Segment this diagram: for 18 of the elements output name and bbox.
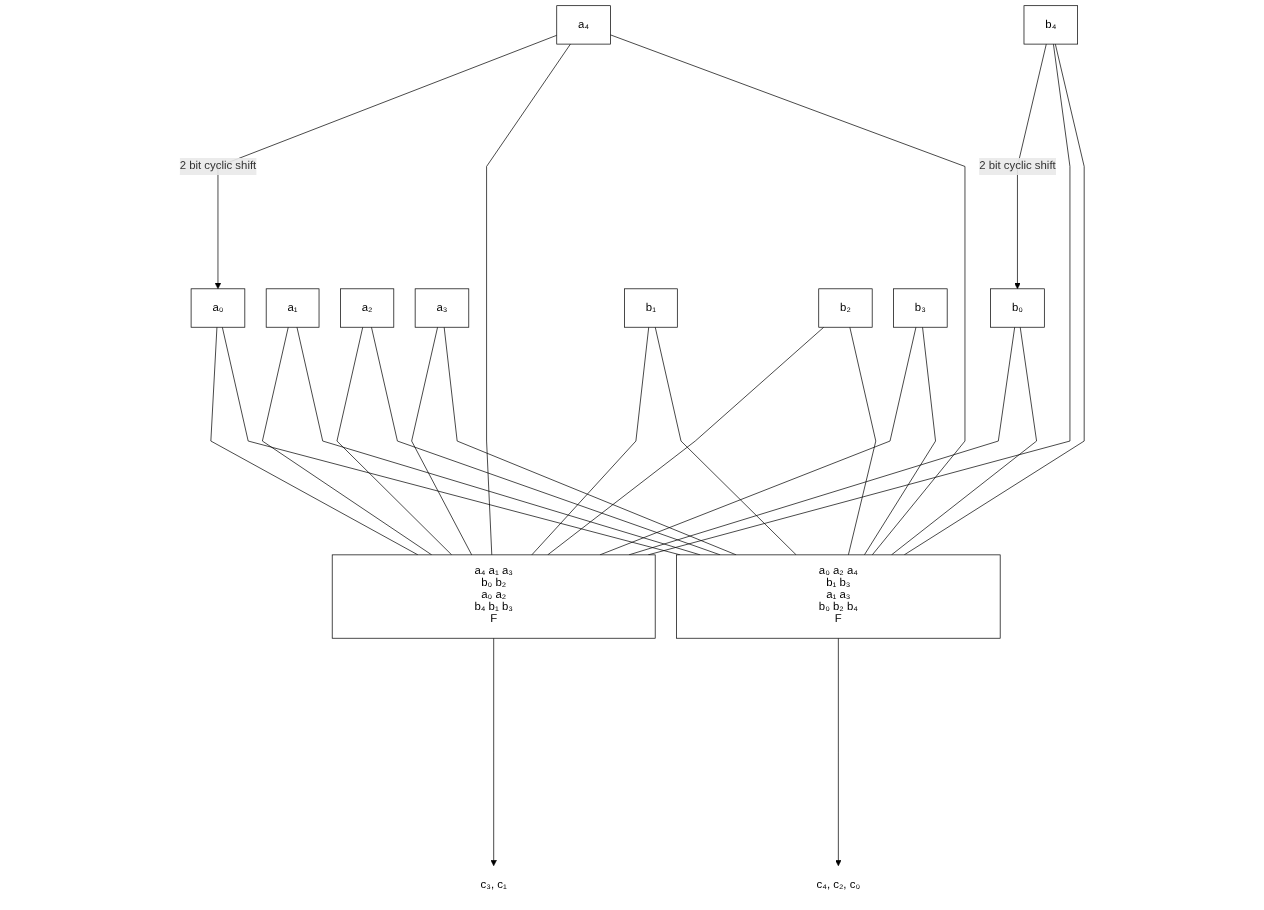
connector	[891, 326, 1037, 556]
connector	[222, 326, 681, 556]
connector	[599, 326, 917, 556]
connector	[531, 326, 650, 556]
connector	[371, 326, 721, 556]
connector	[486, 43, 571, 556]
connector	[210, 326, 419, 556]
connector	[610, 34, 966, 556]
connector	[547, 326, 825, 556]
connector	[443, 326, 737, 556]
connector	[411, 326, 473, 556]
connector	[628, 326, 1016, 556]
connector	[848, 326, 877, 556]
connector	[336, 326, 453, 556]
connector	[864, 326, 936, 556]
connector	[262, 326, 433, 556]
connector	[654, 326, 797, 556]
connector	[296, 326, 701, 556]
